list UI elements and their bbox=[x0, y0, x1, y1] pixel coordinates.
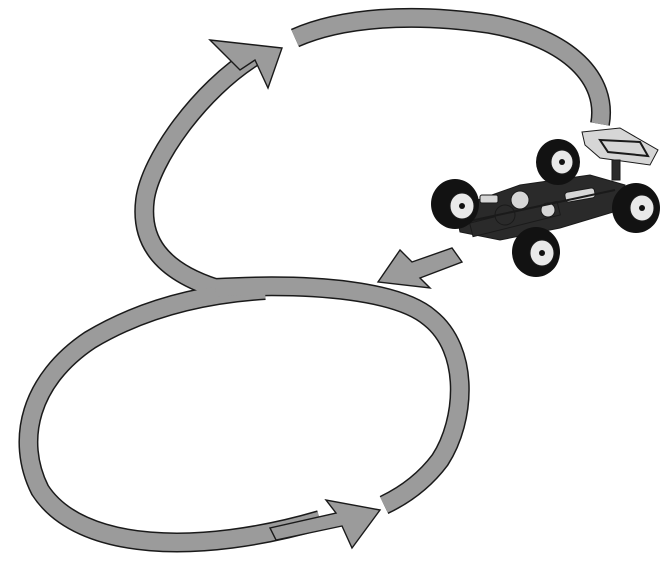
lower-arrow-icon bbox=[268, 498, 382, 550]
wheel-rear-right bbox=[612, 183, 660, 233]
track-upper-lobe bbox=[135, 48, 260, 297]
wheel-front-bottom bbox=[512, 227, 560, 277]
track-lower-lobe bbox=[19, 281, 323, 551]
track-top-arc bbox=[291, 9, 610, 126]
track-path bbox=[18, 7, 612, 553]
track-lower-lobe-outline bbox=[18, 280, 323, 553]
rear-wing bbox=[581, 127, 659, 181]
middle-arrow-icon bbox=[376, 247, 464, 289]
wheel-front-left bbox=[431, 179, 479, 229]
wheel-rear-top bbox=[536, 139, 580, 185]
track-top-arc-outline bbox=[290, 7, 612, 126]
rc-buggy-icon bbox=[431, 127, 660, 277]
track-crossover bbox=[214, 277, 469, 513]
chassis bbox=[454, 174, 626, 241]
upper-arrow-icon bbox=[208, 39, 283, 90]
